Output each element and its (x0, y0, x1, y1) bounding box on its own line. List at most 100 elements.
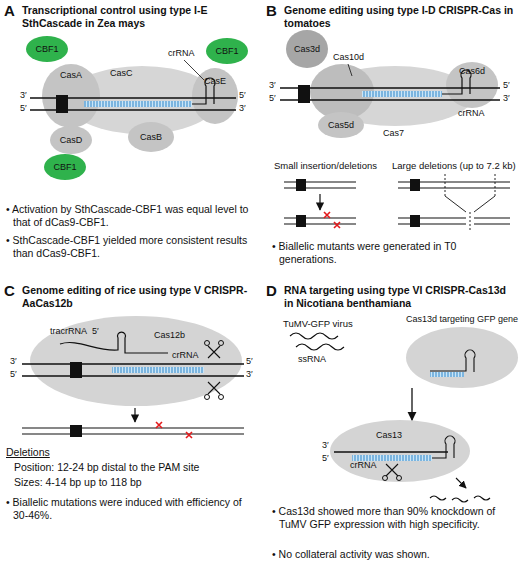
bullet-note: • Biallelic mutations were induced with … (6, 496, 256, 522)
deletion-join (445, 196, 495, 212)
strand-end: 3′ (246, 369, 253, 380)
part-label: TuMV-GFP virus (283, 318, 353, 330)
dna-strands (284, 218, 356, 224)
strand-end: 5′ (322, 453, 329, 464)
section-heading: Large deletions (up to 7.2 kb) (392, 160, 516, 172)
ssrna-virus (290, 333, 344, 350)
node-shape (192, 68, 238, 124)
scissors-symbol (208, 346, 220, 358)
mutation-mark (156, 422, 192, 438)
rna-fragments (430, 496, 490, 502)
node-text-group: CasA (60, 70, 82, 81)
node-text-group: Cas12b (154, 330, 185, 341)
effector-ellipse: Cas13 (330, 420, 470, 482)
section-heading: Small insertion/deletions (274, 160, 377, 172)
pam-box (296, 179, 306, 191)
strand-end: 3′ (20, 90, 27, 101)
mutation-mark (324, 212, 340, 228)
bullet-note: • Cas13d showed more than 90% knockdown … (272, 505, 516, 531)
strand-end: 5′ (20, 103, 27, 114)
node-text-group: CBF1 (35, 44, 58, 55)
scissors-symbol (205, 341, 210, 346)
part-label: ssRNA (298, 354, 326, 365)
crrna-hairpin (430, 350, 475, 372)
strand-end: 5′ (10, 369, 17, 380)
bullet-note: • Activation by SthCascade-CBF1 was equa… (6, 203, 256, 229)
leader-line (348, 64, 352, 76)
node-shape (330, 420, 470, 482)
scissors-symbol (219, 341, 224, 346)
node-label: Cas3d (294, 44, 320, 55)
flow-arrow (411, 388, 412, 420)
junction-line (470, 212, 471, 230)
node-label: Cas12b (154, 330, 185, 341)
scissors-symbol (397, 476, 402, 481)
part-label: Cas10d (333, 52, 364, 63)
part-label: crRNA (350, 460, 377, 471)
node-label: CBF1 (215, 46, 238, 57)
node-shape (318, 112, 364, 138)
node-label: Cas5d (328, 120, 354, 131)
node-label: Cas13d targeting GFP gene (406, 314, 518, 325)
part-label: crRNA (168, 48, 195, 59)
node-shape (42, 64, 100, 128)
node-text-group: Cas3d (294, 44, 320, 55)
node-text-group: CBF1 (53, 162, 76, 173)
activator-circle: CBF1 (44, 154, 86, 180)
scissors-symbol (383, 476, 388, 481)
bullet-note: • No collateral activity was shown. (272, 548, 516, 561)
cut-site-line (445, 174, 495, 198)
crrna-guide (362, 91, 442, 97)
strand-end: 5′ (503, 80, 510, 91)
dna-strands (284, 182, 356, 188)
panel-letter: A (4, 2, 15, 20)
node-shape (286, 30, 328, 68)
note-text: Position: 12-24 bp distal to the PAM sit… (14, 461, 199, 474)
part-label: crRNA (172, 350, 199, 361)
protein-subunit: Cas6d (446, 62, 498, 108)
strand-end: 3′ (503, 93, 510, 104)
node-label: CasA (60, 70, 82, 81)
strand-end: 5′ (269, 93, 276, 104)
node-text-group: Cas13 (376, 430, 402, 441)
node-text-group: CBF1 (215, 46, 238, 57)
crrna-guide (112, 367, 204, 373)
protein-subunit: Cas5d (318, 112, 364, 138)
node-shape (206, 38, 248, 64)
node-shape (446, 62, 498, 108)
target-rna (334, 451, 448, 452)
dna-strands (22, 428, 244, 434)
strand-end: 3′ (10, 356, 17, 367)
strand-end: 3′ (239, 103, 246, 114)
node-label: Cas13 (376, 430, 402, 441)
leader-line (184, 60, 204, 80)
pam-box (56, 95, 68, 113)
strand-end: 5′ (92, 326, 99, 337)
part-label: CasC (110, 68, 133, 79)
node-shape (406, 327, 518, 388)
node-shape (50, 126, 92, 154)
nuclease-circle: Cas3d (286, 30, 328, 68)
section-heading: Deletions (6, 446, 50, 459)
part-label: crRNA (458, 108, 485, 119)
protein-subunit: CasD (50, 126, 92, 154)
panel-letter: C (4, 282, 15, 300)
panel-title: RNA targeting using type VI CRISPR-Cas13… (284, 284, 518, 310)
panel-title: Transcriptional control using type I-E S… (22, 4, 258, 30)
bullet-note: • Biallelic mutants were generated in T0… (272, 240, 516, 266)
strand-end: 3′ (322, 440, 329, 451)
strand-end: 5′ (246, 356, 253, 367)
result-arrow (319, 194, 320, 210)
panel-letter: B (266, 2, 277, 20)
panel-letter: D (266, 282, 277, 300)
dna-strands (280, 88, 500, 100)
node-label: CBF1 (53, 162, 76, 173)
node-label: CBF1 (35, 44, 58, 55)
crrna-hairpin (432, 436, 455, 458)
result-arrow (134, 408, 135, 422)
protein-subunit: CasA (42, 64, 100, 128)
dna-strands (22, 364, 244, 376)
node-label: CasD (60, 135, 83, 146)
pam-box (70, 425, 82, 437)
